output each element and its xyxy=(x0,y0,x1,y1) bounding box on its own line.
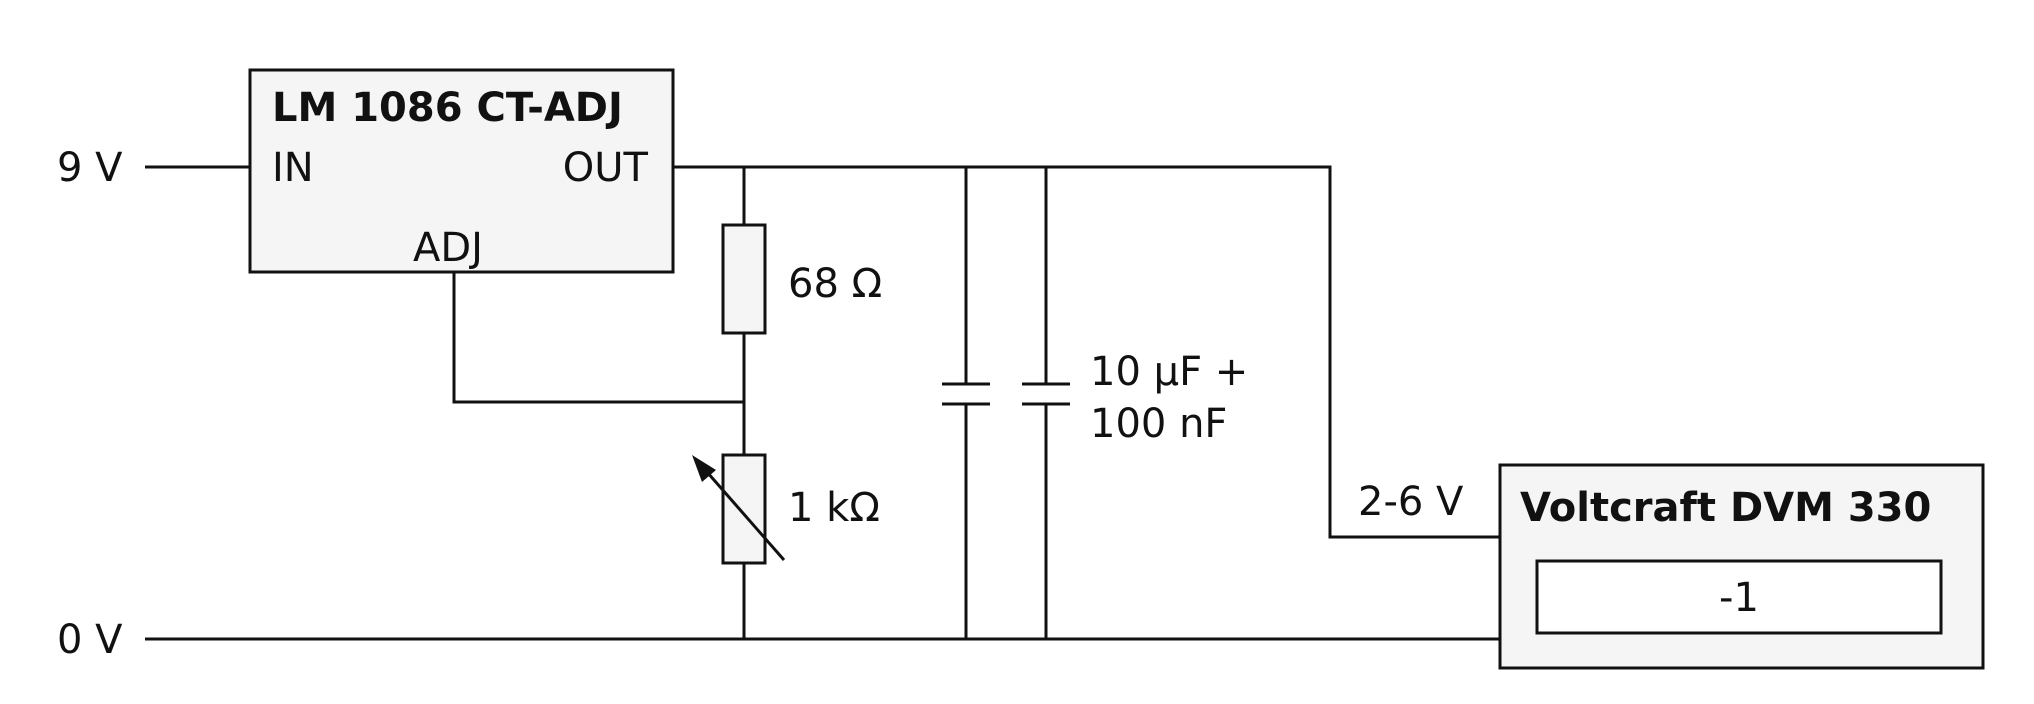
meter-display-value: -1 xyxy=(1719,575,1759,621)
resistor-fixed-label: 68 Ω xyxy=(788,261,882,307)
wires xyxy=(145,165,1500,641)
resistor-fixed-body xyxy=(721,223,767,335)
resistor-variable-label: 1 kΩ xyxy=(788,485,880,531)
regulator-pin-out: OUT xyxy=(563,145,649,191)
regulator-title: LM 1086 CT-ADJ xyxy=(272,85,623,131)
wire-output-rail xyxy=(673,165,1500,539)
capacitors-label-line2: 100 nF xyxy=(1090,401,1227,447)
resistor-variable: 1 kΩ xyxy=(692,453,880,565)
potentiometer-arrow-shaft xyxy=(698,463,786,561)
input-voltage-label: 9 V xyxy=(57,145,123,191)
regulator-box xyxy=(248,68,675,274)
regulator-pin-adj: ADJ xyxy=(413,225,483,271)
capacitor-2 xyxy=(1022,382,1070,406)
resistor-fixed: 68 Ω xyxy=(721,223,882,335)
meter-display xyxy=(1535,559,1943,635)
meter-block: Voltcraft DVM 330 -1 xyxy=(1498,463,1985,670)
capacitors-label-line1: 10 µF + xyxy=(1090,349,1248,395)
output-voltage-range-label: 2-6 V xyxy=(1358,479,1464,525)
resistor-variable-body xyxy=(721,453,767,565)
wire-adj xyxy=(452,272,744,404)
ground-voltage-label: 0 V xyxy=(57,617,123,663)
potentiometer-arrow-head xyxy=(692,455,716,482)
meter-title: Voltcraft DVM 330 xyxy=(1520,485,1931,531)
regulator-pin-in: IN xyxy=(272,145,314,191)
regulator-block: LM 1086 CT-ADJ IN OUT ADJ xyxy=(248,68,675,274)
capacitor-1 xyxy=(942,382,990,406)
